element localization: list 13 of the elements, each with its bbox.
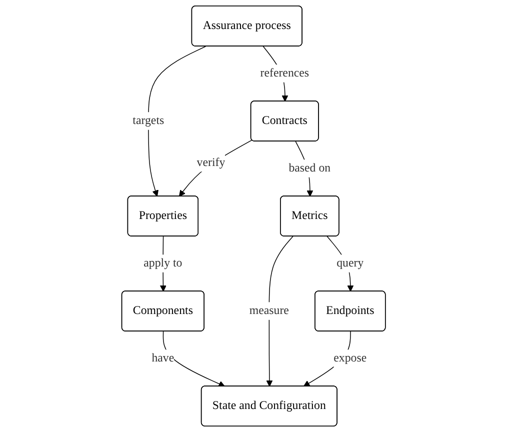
edge-label: references <box>260 66 309 80</box>
edge-label: targets <box>132 114 164 127</box>
arrow <box>148 46 206 197</box>
edge-label: verify <box>196 156 226 169</box>
edge-label: apply to <box>144 256 182 270</box>
edge-label: based on <box>288 162 331 174</box>
arrow <box>178 140 252 197</box>
edge-label: measure <box>249 304 289 317</box>
arrow <box>266 236 294 387</box>
edge-label: have <box>152 352 174 364</box>
arrow <box>162 331 225 387</box>
edge-label: expose <box>334 352 367 364</box>
edge-label: query <box>336 256 364 270</box>
